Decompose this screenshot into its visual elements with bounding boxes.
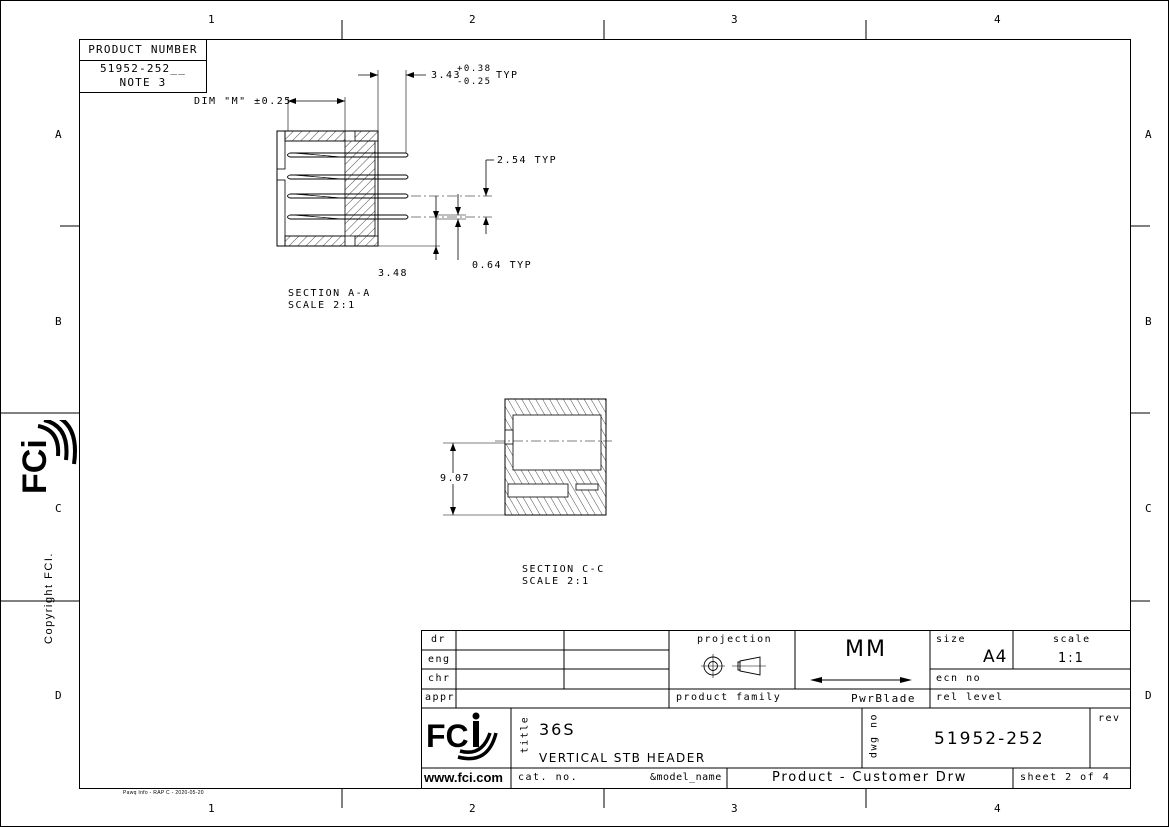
chr-label: chr xyxy=(428,673,451,684)
product-family-label: product family xyxy=(676,692,782,703)
section-aa-scale: SCALE 2:1 xyxy=(288,300,356,311)
cat-no-label: cat. no. xyxy=(518,772,579,783)
zone-col-2-top: 2 xyxy=(469,13,478,26)
dim-348-label: 3.48 xyxy=(378,268,409,279)
product-number-note: NOTE 3 xyxy=(119,76,167,89)
fci-logo: FC xyxy=(426,712,498,761)
zone-col-4-top: 4 xyxy=(994,13,1003,26)
section-cc-drawing xyxy=(443,398,612,516)
sheet-indicator: sheet 2 of 4 xyxy=(1020,772,1111,783)
rev-label: rev xyxy=(1098,713,1121,724)
zone-row-a-left: A xyxy=(55,128,64,141)
size-value: A4 xyxy=(983,647,1008,667)
dim-343-tol-minus: -0.25 xyxy=(457,77,492,87)
copyright-text: Copyright FCI. xyxy=(43,552,55,644)
scale-label: scale xyxy=(1053,634,1091,645)
zone-col-3-bottom: 3 xyxy=(731,802,740,815)
dim-907-label: 9.07 xyxy=(440,473,471,484)
zone-col-2-bottom: 2 xyxy=(469,802,478,815)
appr-label: appr xyxy=(425,692,456,703)
zone-col-3-top: 3 xyxy=(731,13,740,26)
website-link[interactable]: www.fci.com xyxy=(424,770,503,785)
scale-value: 1:1 xyxy=(1058,651,1085,666)
zone-row-b-right: B xyxy=(1145,315,1154,328)
zone-row-c-right: C xyxy=(1145,502,1154,515)
title-label: title xyxy=(519,715,531,754)
dim-254-label: 2.54 TYP xyxy=(497,155,558,166)
units-label: MM xyxy=(845,637,887,662)
dim-343-tol-plus: +0.38 xyxy=(457,64,492,74)
file-note: Pawq Info - RAP C - 2020-05-20 xyxy=(123,790,204,796)
zone-col-4-bottom: 4 xyxy=(994,802,1003,815)
product-family-value: PwrBlade xyxy=(851,692,916,705)
section-aa-drawing xyxy=(276,70,494,260)
product-number-value: 51952-252__ xyxy=(99,62,187,75)
units-arrow-icon xyxy=(810,677,912,683)
eng-label: eng xyxy=(428,654,451,665)
dim-343-typ: TYP xyxy=(496,70,519,81)
zone-row-b-left: B xyxy=(55,315,64,328)
zone-row-d-right: D xyxy=(1145,689,1154,702)
product-number-box: PRODUCT NUMBER 51952-252__ NOTE 3 xyxy=(79,39,207,93)
size-label: size xyxy=(936,634,967,645)
ecn-label: ecn no xyxy=(936,673,982,684)
svg-text:FCi: FCi xyxy=(16,439,54,494)
product-number-header: PRODUCT NUMBER xyxy=(80,40,206,61)
dim-064-label: 0.64 TYP xyxy=(472,260,533,271)
dim-343-label: 3.43 xyxy=(431,70,462,81)
dwg-value: 51952-252 xyxy=(934,729,1045,749)
svg-text:FC: FC xyxy=(426,718,469,754)
model-name-value: &model_name xyxy=(650,772,722,783)
zone-col-1-top: 1 xyxy=(208,13,217,26)
section-cc-caption: SECTION C-C xyxy=(522,564,605,575)
fci-side-logo: FCi xyxy=(16,420,77,494)
section-aa-caption: SECTION A-A xyxy=(288,288,371,299)
title-line-2: VERTICAL STB HEADER xyxy=(539,751,706,765)
title-block-grid xyxy=(421,630,1131,789)
section-cc-scale: SCALE 2:1 xyxy=(522,576,590,587)
dwg-label: dwg no xyxy=(868,712,880,759)
title-line-1: 36S xyxy=(539,720,576,739)
zone-col-1-bottom: 1 xyxy=(208,802,217,815)
drawing-type: Product - Customer Drw xyxy=(772,770,968,785)
projection-symbol-icon xyxy=(701,654,766,678)
zone-row-d-left: D xyxy=(55,689,64,702)
dim-m-label: DIM "M" ±0.25 xyxy=(194,96,292,107)
zone-row-c-left: C xyxy=(55,502,64,515)
projection-label: projection xyxy=(697,634,773,645)
zone-row-a-right: A xyxy=(1145,128,1154,141)
rel-level-label: rel level xyxy=(936,692,1004,703)
dr-label: dr xyxy=(431,634,447,645)
